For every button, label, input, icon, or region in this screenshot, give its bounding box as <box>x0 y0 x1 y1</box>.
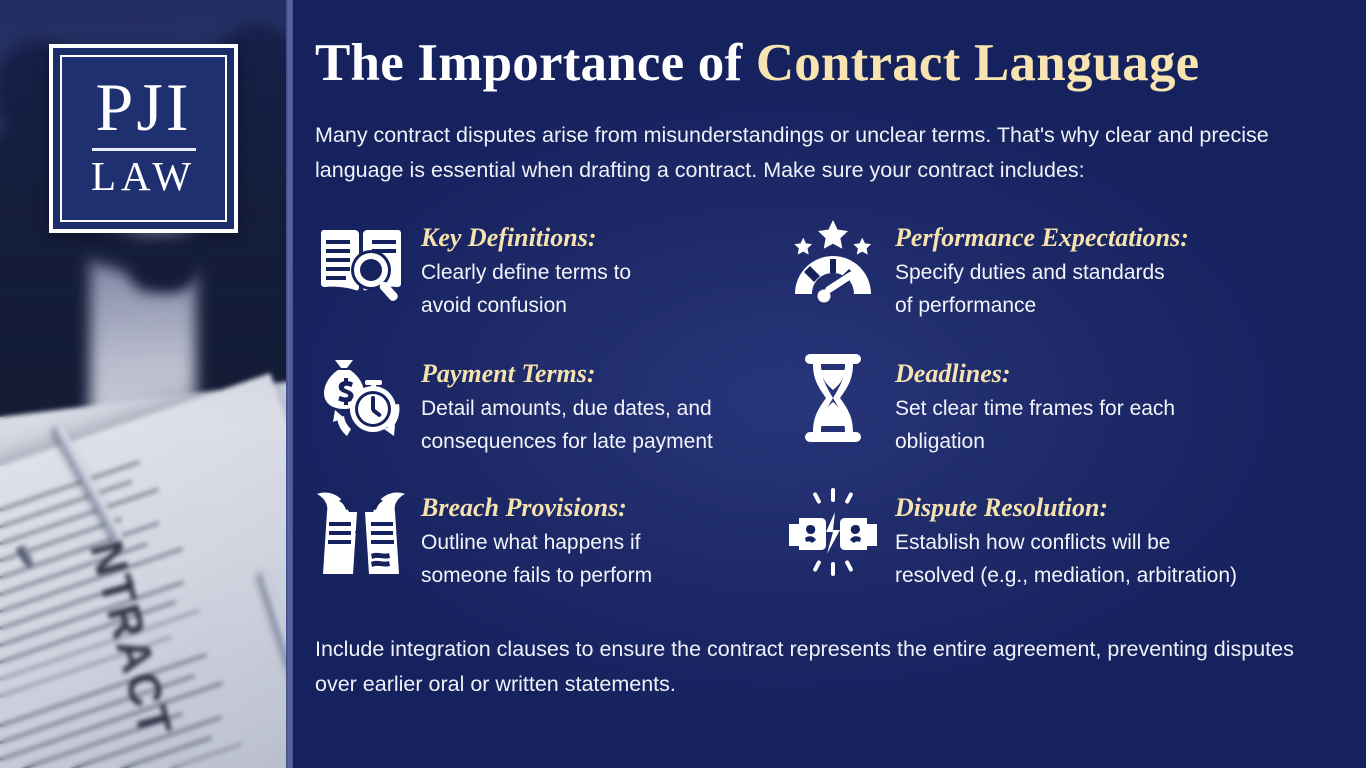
list-item-text: Performance Expectations: Specify duties… <box>895 216 1189 323</box>
list-item: Deadlines: Set clear time frames for eac… <box>781 352 1341 486</box>
panel-divider <box>286 0 293 768</box>
list-item: Key Definitions: Clearly define terms to… <box>311 216 781 352</box>
footer-paragraph: Include integration clauses to ensure th… <box>315 637 1294 696</box>
clashing-fists-icon <box>781 486 885 578</box>
list-item-body: Set clear time frames for each obligatio… <box>895 397 1176 454</box>
photo-panel: NTRACT PJI LAW <box>0 0 288 768</box>
list-item-body: Establish how conflicts will be resolved… <box>895 531 1237 588</box>
page-title-part1: The Importance of <box>315 34 756 92</box>
items-grid: Key Definitions: Clearly define terms to… <box>311 216 1351 606</box>
list-item-text: Key Definitions: Clearly define terms to… <box>421 216 631 323</box>
list-item-text: Dispute Resolution: Establish how confli… <box>895 486 1237 593</box>
list-item-text: Deadlines: Set clear time frames for eac… <box>895 352 1175 459</box>
list-item-heading: Breach Provisions: <box>421 493 627 522</box>
list-item-body: Detail amounts, due dates, and consequen… <box>421 397 713 454</box>
logo-initials: PJI <box>95 68 192 145</box>
items-row: Key Definitions: Clearly define terms to… <box>311 216 1351 352</box>
intro-paragraph: Many contract disputes arise from misund… <box>315 123 1269 182</box>
content-panel: The Importance of Contract Language Many… <box>293 0 1366 768</box>
logo-divider-rule <box>91 148 196 152</box>
list-item: Payment Terms: Detail amounts, due dates… <box>311 352 781 486</box>
list-item: Performance Expectations: Specify duties… <box>781 216 1341 352</box>
list-item-body: Outline what happens if someone fails to… <box>421 531 653 588</box>
items-row: Payment Terms: Detail amounts, due dates… <box>311 352 1351 486</box>
page-title: The Importance of Contract Language <box>315 34 1345 92</box>
list-item-text: Breach Provisions: Outline what happens … <box>421 486 652 593</box>
logo-wordmark: LAW <box>90 153 197 200</box>
gauge-stars-icon <box>781 216 885 308</box>
list-item: Breach Provisions: Outline what happens … <box>311 486 781 606</box>
list-item-body: Specify duties and standards of performa… <box>895 261 1165 318</box>
logo-inner-frame: PJI LAW <box>60 55 227 222</box>
list-item-heading: Payment Terms: <box>421 359 596 388</box>
pji-law-logo: PJI LAW <box>49 44 238 233</box>
list-item: Dispute Resolution: Establish how confli… <box>781 486 1341 606</box>
items-row: Breach Provisions: Outline what happens … <box>311 486 1351 606</box>
list-item-body: Clearly define terms to avoid confusion <box>421 261 632 318</box>
book-magnifier-icon <box>311 216 411 308</box>
list-item-text: Payment Terms: Detail amounts, due dates… <box>421 352 713 459</box>
hourglass-icon <box>781 352 885 444</box>
list-item-heading: Deadlines: <box>895 359 1011 388</box>
money-bag-clock-icon <box>311 352 411 444</box>
torn-contract-icon <box>311 486 411 578</box>
list-item-heading: Key Definitions: <box>421 223 597 252</box>
list-item-heading: Dispute Resolution: <box>895 493 1109 522</box>
list-item-heading: Performance Expectations: <box>895 223 1189 252</box>
page-title-part2: Contract Language <box>755 34 1200 92</box>
